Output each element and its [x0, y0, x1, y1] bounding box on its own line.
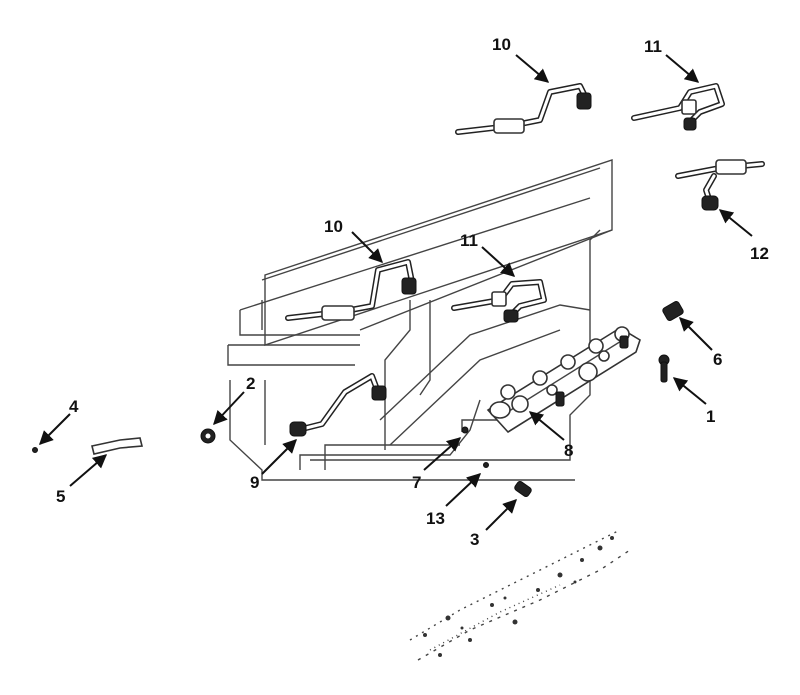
- callout-2: 2: [246, 374, 255, 393]
- o-ring-13[interactable]: [483, 462, 489, 468]
- fuel-manifold-8[interactable]: [486, 326, 641, 434]
- engine-block-fragment: [409, 529, 631, 661]
- fuel-return-line-12[interactable]: [675, 159, 765, 211]
- banjo-bolt-6[interactable]: [662, 300, 685, 321]
- injection-line-upper-10[interactable]: [455, 83, 592, 135]
- callout-10-middle: 10: [324, 217, 343, 236]
- injection-line-lower-9[interactable]: [289, 373, 387, 437]
- callout-10-upper: 10: [492, 35, 511, 54]
- injection-line-middle-10[interactable]: [285, 259, 417, 321]
- callout-arrows: [39, 54, 753, 531]
- callout-1: 1: [706, 407, 715, 426]
- bolt-1[interactable]: [658, 354, 670, 383]
- leak-off-line-upper-11[interactable]: [631, 83, 725, 131]
- callout-7: 7: [412, 473, 421, 492]
- callout-6: 6: [713, 350, 722, 369]
- washer-7[interactable]: [461, 426, 469, 434]
- sealing-washer-2[interactable]: [200, 428, 216, 444]
- cylinder-head-outline: [227, 159, 613, 481]
- callout-13: 13: [426, 509, 445, 528]
- fitting-3[interactable]: [514, 480, 533, 498]
- leak-off-line-middle-11[interactable]: [451, 279, 547, 323]
- o-ring-4[interactable]: [32, 447, 38, 453]
- callout-3: 3: [470, 530, 479, 549]
- callout-11-upper: 11: [644, 37, 662, 56]
- callout-12: 12: [750, 244, 769, 263]
- injector-nozzle-5[interactable]: [91, 437, 144, 455]
- callout-labels: 10 11 12 10 11 6 1 2 4 5 9 8 7 13 3: [56, 35, 769, 549]
- callout-4: 4: [69, 397, 79, 416]
- callout-11-middle: 11: [460, 231, 478, 250]
- callout-8: 8: [564, 441, 573, 460]
- callout-5: 5: [56, 487, 65, 506]
- callout-9: 9: [250, 473, 259, 492]
